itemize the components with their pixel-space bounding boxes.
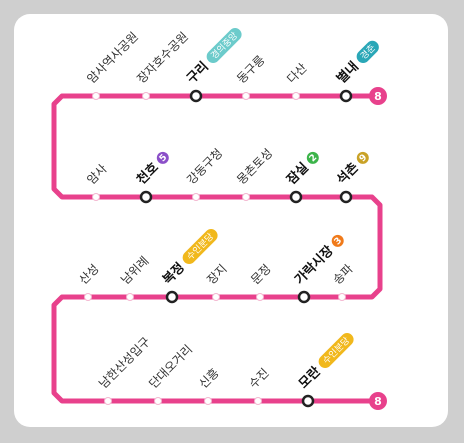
transfer-line-name: 수인분당 xyxy=(321,335,352,366)
transfer-line-number: 9 xyxy=(358,153,370,165)
transfer-station-marker[interactable] xyxy=(297,290,311,304)
station-name: 장지 xyxy=(204,262,230,288)
transfer-line-name: 수인분당 xyxy=(185,231,216,262)
station-label-group[interactable]: 암사역사공원 xyxy=(84,29,141,86)
station-marker[interactable] xyxy=(84,293,92,301)
transfer-station-marker[interactable] xyxy=(165,290,179,304)
station-label-group[interactable]: 잠실2 xyxy=(284,148,324,188)
transfer-station-marker[interactable] xyxy=(189,89,203,103)
station-marker[interactable] xyxy=(254,397,262,405)
station-name: 암사역사공원 xyxy=(84,29,141,86)
station-label-group[interactable]: 동구릉 xyxy=(234,53,267,86)
station-label-group[interactable]: 장지 xyxy=(204,262,230,288)
transfer-line-badge xyxy=(331,234,344,247)
station-marker[interactable] xyxy=(104,397,112,405)
station-label-group[interactable]: 다산 xyxy=(284,61,310,87)
station-label-group[interactable]: 몽촌토성 xyxy=(234,146,275,187)
terminal-badge-south: 8 xyxy=(369,392,387,410)
station-marker[interactable] xyxy=(126,293,134,301)
station-name: 몽촌토성 xyxy=(234,146,275,187)
line-8-track xyxy=(51,93,383,404)
station-name: 별내 xyxy=(334,59,362,87)
station-name: 구리 xyxy=(184,59,212,87)
station-name: 남한산성입구 xyxy=(96,334,153,391)
station-label-group[interactable]: 남위례 xyxy=(118,254,151,287)
transfer-line-number: 5 xyxy=(158,153,170,165)
station-marker[interactable] xyxy=(338,293,346,301)
transfer-station-marker[interactable] xyxy=(301,394,315,408)
transfer-line-badge xyxy=(156,151,169,164)
transfer-line-pill xyxy=(318,333,354,368)
transfer-line-number: 3 xyxy=(333,236,345,248)
station-label-group[interactable]: 단대오거리 xyxy=(146,342,195,391)
station-label-group[interactable]: 암사 xyxy=(84,162,110,188)
transfer-station-marker[interactable] xyxy=(289,190,303,204)
line-number-label: 8 xyxy=(374,90,382,103)
station-marker[interactable] xyxy=(92,193,100,201)
station-name: 천호 xyxy=(134,160,162,188)
transfer-station-marker[interactable] xyxy=(139,190,153,204)
station-name: 잠실 xyxy=(284,160,312,188)
transfer-line-pill xyxy=(182,229,218,264)
station-label-group[interactable]: 문정 xyxy=(248,262,274,288)
station-name: 단대오거리 xyxy=(146,342,195,391)
station-name: 문정 xyxy=(248,262,274,288)
station-name: 장자호수공원 xyxy=(134,29,191,86)
transfer-station-marker[interactable] xyxy=(339,190,353,204)
station-marker[interactable] xyxy=(212,293,220,301)
transfer-line-pill xyxy=(356,40,379,63)
terminal-badge-north: 8 xyxy=(369,87,387,105)
station-marker[interactable] xyxy=(256,293,264,301)
transfer-line-badge xyxy=(356,151,369,164)
transfer-line-pill xyxy=(206,28,242,63)
station-name: 신흥 xyxy=(196,366,222,392)
station-label-group[interactable]: 남한산성입구 xyxy=(96,334,153,391)
station-label-group[interactable]: 천호5 xyxy=(134,149,173,188)
station-name: 가락시장 xyxy=(292,243,337,288)
transfer-station-marker[interactable] xyxy=(339,89,353,103)
station-label-group[interactable]: 신흥 xyxy=(196,366,222,392)
station-label-group[interactable]: 송파 xyxy=(330,262,356,288)
station-label-group[interactable]: 산성 xyxy=(76,262,102,288)
station-marker[interactable] xyxy=(204,397,212,405)
line-number-label: 8 xyxy=(374,395,382,408)
route-map-card xyxy=(14,14,448,427)
station-name: 송파 xyxy=(330,262,356,288)
station-marker[interactable] xyxy=(154,397,162,405)
station-name: 동구릉 xyxy=(234,53,267,86)
station-name: 강동구청 xyxy=(184,146,225,187)
transfer-line-badge xyxy=(306,151,319,164)
station-marker[interactable] xyxy=(142,92,150,100)
transfer-line-number: 2 xyxy=(308,153,320,165)
station-label-group[interactable]: 장자호수공원 xyxy=(134,29,191,86)
station-name: 산성 xyxy=(76,262,102,288)
station-marker[interactable] xyxy=(242,193,250,201)
station-label-group[interactable]: 수진 xyxy=(246,366,272,392)
station-name: 남위례 xyxy=(118,254,151,287)
station-marker[interactable] xyxy=(92,92,100,100)
station-name: 복정 xyxy=(160,260,188,288)
station-marker[interactable] xyxy=(192,193,200,201)
station-name: 모란 xyxy=(296,364,324,392)
station-marker[interactable] xyxy=(292,92,300,100)
station-name: 석촌 xyxy=(334,160,362,188)
transfer-line-name: 경의중앙 xyxy=(208,30,240,62)
station-label-group[interactable]: 강동구청 xyxy=(184,146,225,187)
station-name: 다산 xyxy=(284,61,310,87)
station-name: 암사 xyxy=(84,162,110,188)
station-name: 수진 xyxy=(246,366,272,392)
station-marker[interactable] xyxy=(242,92,250,100)
station-label-group[interactable]: 석촌9 xyxy=(334,149,373,188)
